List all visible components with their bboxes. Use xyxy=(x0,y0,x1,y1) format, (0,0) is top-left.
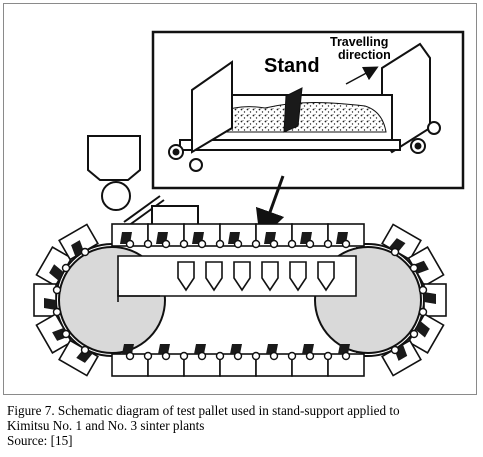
stand-label: Stand xyxy=(264,55,320,77)
figure-caption: Figure 7. Schematic diagram of test pall… xyxy=(7,403,479,448)
caption-line-1: Figure 7. Schematic diagram of test pall… xyxy=(7,403,400,418)
sinter-strand xyxy=(33,223,447,377)
schematic-diagram: Stand Travelling direction xyxy=(33,30,465,377)
drum-feeder xyxy=(101,181,131,211)
pallet-front-rail xyxy=(179,139,401,151)
stand-support xyxy=(283,87,303,133)
pallet-side-wall-left xyxy=(191,60,233,154)
caption-line-2: Kimitsu No. 1 and No. 3 sinter plants xyxy=(7,418,205,433)
wind-boxes xyxy=(117,255,357,302)
pallets-lower xyxy=(111,353,365,377)
pallet-wheels xyxy=(168,121,441,172)
feed-hopper xyxy=(87,135,141,211)
pointer-arrow xyxy=(255,175,285,241)
caption-source: Source: [15] xyxy=(7,433,73,448)
direction-label-line1: Travelling xyxy=(330,35,388,49)
ignition-hood xyxy=(151,205,199,227)
chain-rollers xyxy=(52,239,428,361)
travelling-direction-arrow xyxy=(345,66,379,85)
direction-label-line2: direction xyxy=(338,48,391,62)
inset-pallet-view: Stand Travelling direction xyxy=(151,30,465,190)
stands-lower xyxy=(122,344,350,354)
charging-chute xyxy=(123,195,199,227)
